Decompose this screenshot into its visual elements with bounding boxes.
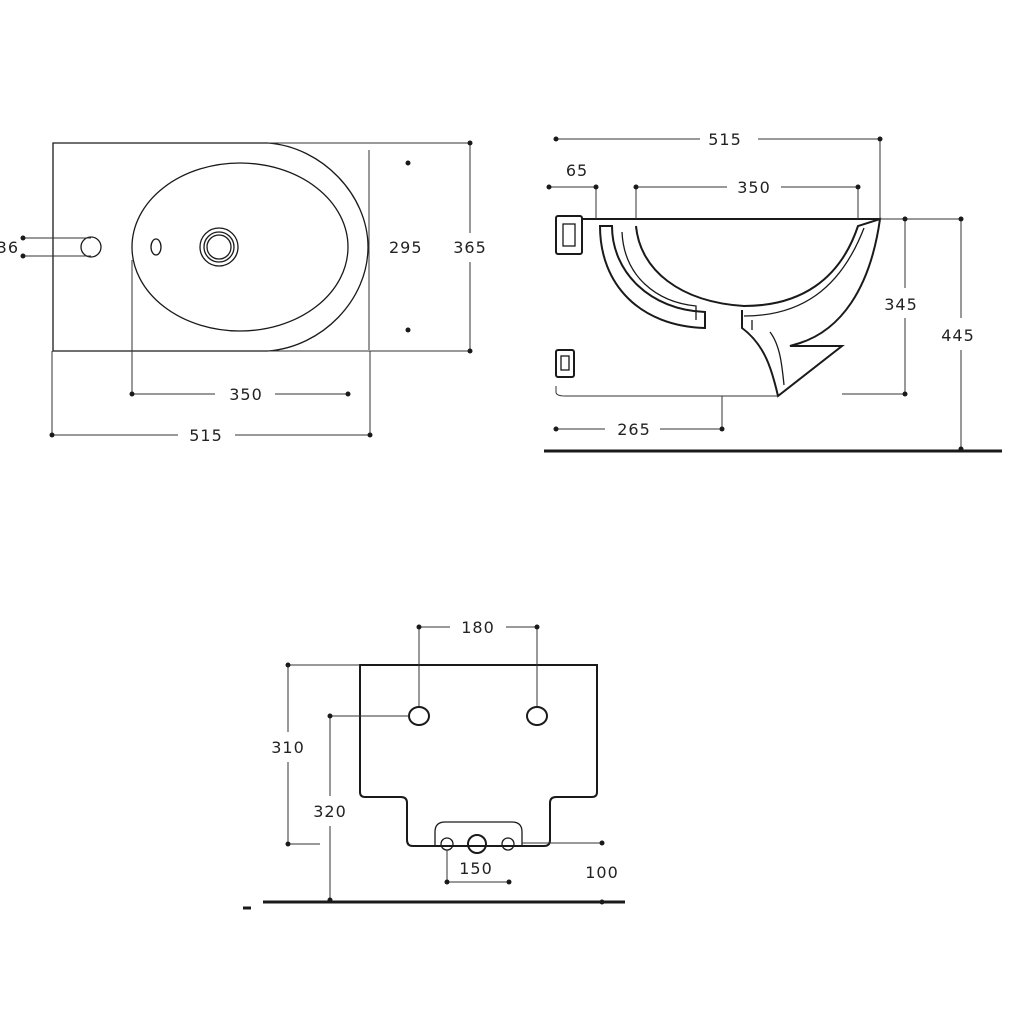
dim-dot bbox=[719, 426, 725, 432]
dim-dot bbox=[20, 235, 26, 241]
tap-hole bbox=[80, 236, 102, 258]
dim-dot bbox=[285, 662, 291, 668]
dim-dot bbox=[877, 136, 883, 142]
top-view: 36 295 365 350 515 bbox=[0, 140, 487, 445]
wall-bracket-lower bbox=[555, 349, 575, 378]
drain-inner bbox=[203, 231, 235, 263]
dim-label-bowl-width: 350 bbox=[229, 385, 263, 404]
dim-label-depth-total: 365 bbox=[453, 238, 487, 257]
dim-dot bbox=[20, 253, 26, 259]
dim-label-outlet-distance: 265 bbox=[617, 420, 651, 439]
dim-label-fixing-spacing: 180 bbox=[461, 618, 495, 637]
dim-label-tap-offset: 36 bbox=[0, 238, 19, 257]
dim-label-width-total: 515 bbox=[189, 426, 223, 445]
dim-dot bbox=[599, 840, 605, 846]
dim-dot bbox=[902, 391, 908, 397]
bowl-outline bbox=[131, 162, 349, 332]
dim-dot bbox=[633, 184, 639, 190]
fixing-hole-left bbox=[408, 706, 430, 726]
dim-dot bbox=[902, 216, 908, 222]
back-wall-inner bbox=[621, 231, 697, 320]
dim-dot bbox=[546, 184, 552, 190]
dim-dot bbox=[367, 432, 373, 438]
dim-label-bowl-height: 345 bbox=[884, 295, 918, 314]
drain-outer bbox=[199, 227, 239, 267]
dim-dot bbox=[467, 348, 473, 354]
dim-label-outlet-height: 100 bbox=[585, 863, 619, 882]
bowl-inner-line bbox=[743, 227, 865, 317]
wall-bracket-upper-inner bbox=[562, 223, 576, 247]
wall-bracket-upper bbox=[555, 215, 583, 255]
dim-label-inlet-spacing: 150 bbox=[459, 859, 493, 878]
dim-label-total-height: 445 bbox=[941, 326, 975, 345]
dim-dot bbox=[416, 624, 422, 630]
drain-core bbox=[206, 234, 232, 260]
dim-dot bbox=[285, 841, 291, 847]
back-view: 180 310 320 150 100 bbox=[243, 618, 625, 910]
dim-dot bbox=[467, 140, 473, 146]
back-wall-section bbox=[598, 225, 706, 330]
back-view-outline bbox=[359, 664, 598, 847]
dim-dot bbox=[345, 391, 351, 397]
dim-line bbox=[555, 386, 778, 397]
fixing-point-marker bbox=[405, 160, 411, 166]
bowl-section bbox=[635, 217, 882, 398]
side-view: 515 65 350 345 445 2 bbox=[544, 130, 1002, 453]
top-view-outline bbox=[52, 142, 369, 352]
outlet-hole bbox=[467, 834, 487, 854]
supply-hole-right bbox=[501, 837, 515, 851]
dim-dot bbox=[534, 624, 540, 630]
dim-label-height-320: 320 bbox=[313, 802, 347, 821]
dim-dot bbox=[553, 426, 559, 432]
dim-label-rim-offset: 65 bbox=[566, 161, 588, 180]
fixing-hole-right bbox=[526, 706, 548, 726]
dim-dot bbox=[958, 216, 964, 222]
dim-dot bbox=[49, 432, 55, 438]
dim-dot bbox=[593, 184, 599, 190]
wall-bracket-lower-inner bbox=[560, 355, 570, 371]
dim-label-width-total: 515 bbox=[708, 130, 742, 149]
dim-dot bbox=[129, 391, 135, 397]
fixing-point-marker bbox=[405, 327, 411, 333]
dim-dot bbox=[855, 184, 861, 190]
dim-label-bowl-width: 350 bbox=[737, 178, 771, 197]
supply-hole-left bbox=[440, 837, 454, 851]
dim-dot bbox=[553, 136, 559, 142]
overflow-hole bbox=[150, 238, 162, 256]
dim-dot bbox=[327, 713, 333, 719]
dim-label-height-310: 310 bbox=[271, 738, 305, 757]
dim-label-bowl-depth: 295 bbox=[389, 238, 423, 257]
inlet-recess bbox=[434, 821, 523, 846]
dim-dot bbox=[506, 879, 512, 885]
front-wall-inner bbox=[751, 320, 785, 386]
dim-dot bbox=[444, 879, 450, 885]
